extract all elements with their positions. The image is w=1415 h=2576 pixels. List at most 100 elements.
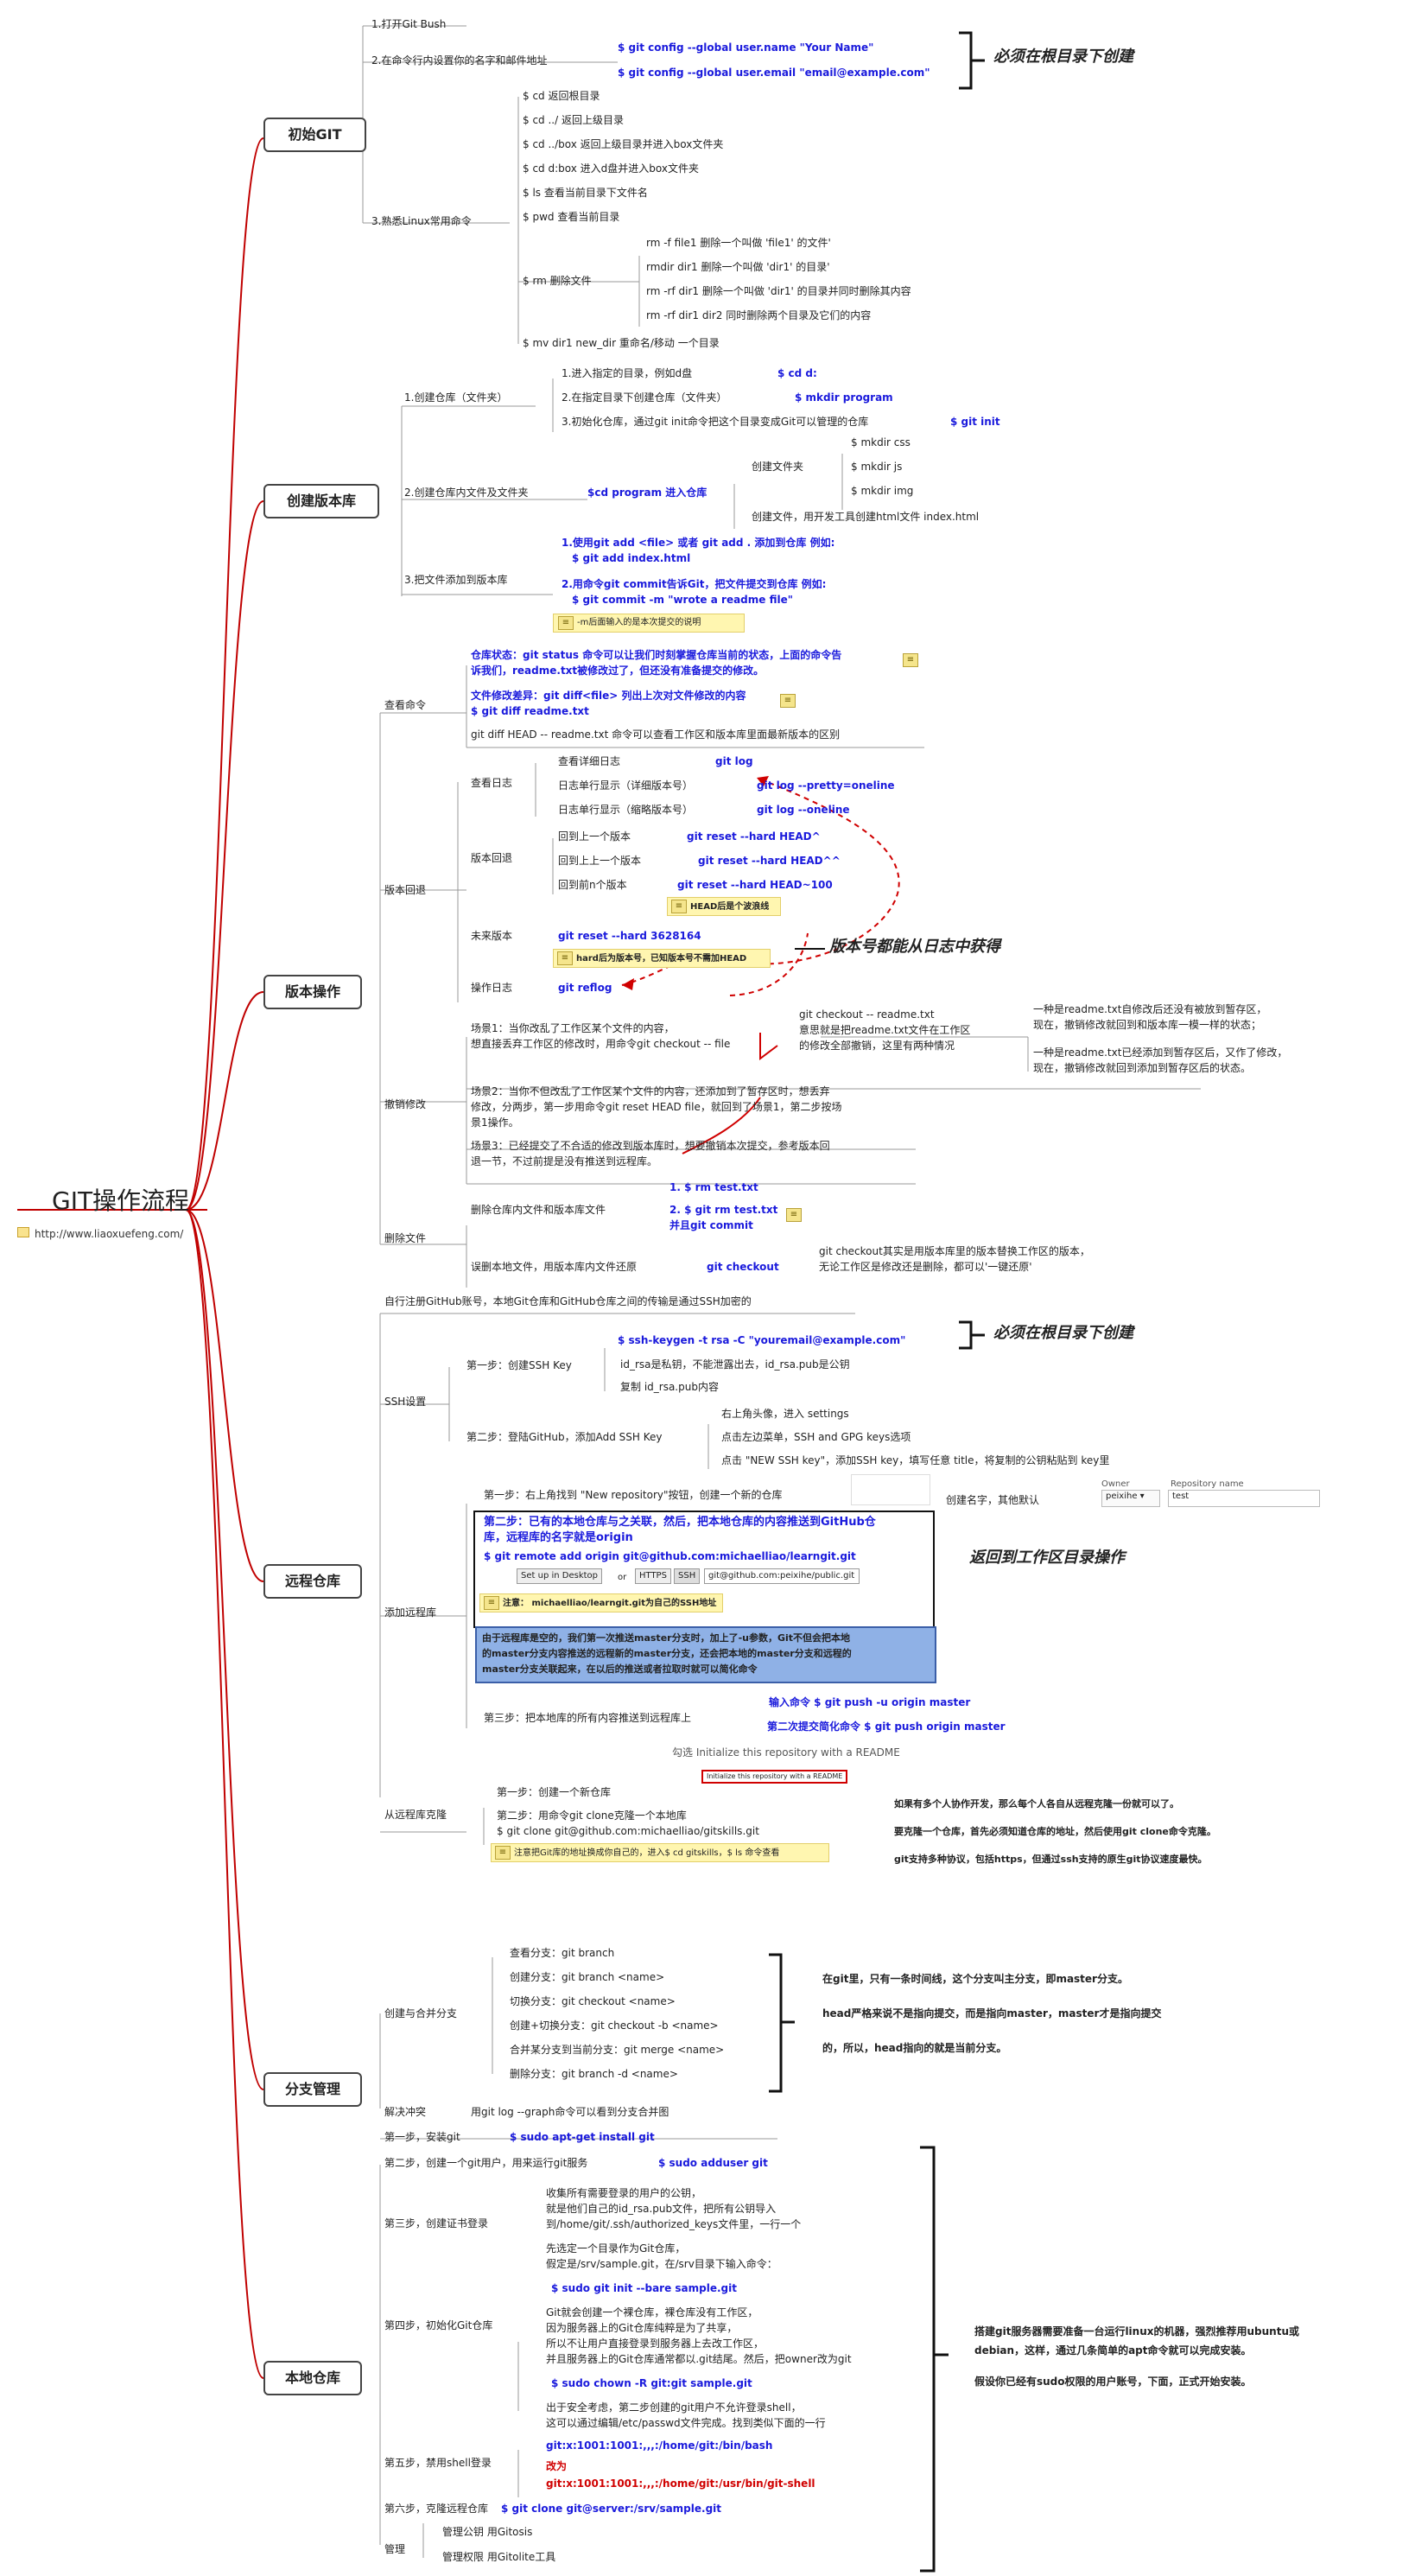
init-step2: 2.在命令行内设置你的名字和邮件地址: [371, 54, 548, 67]
local-step2: 第二步，创建一个git用户，用来运行git服务: [384, 2157, 588, 2169]
del2-cmd: git checkout: [707, 1261, 779, 1273]
local-step5: 第五步，禁用shell登录: [384, 2457, 492, 2469]
rb-cmd: git reset --hard HEAD^^: [698, 855, 841, 867]
note-icon: ≡: [780, 694, 796, 708]
note-icon: ≡: [786, 1208, 802, 1222]
scene2a: 场景2：当你不但改乱了工作区某个文件的内容，还添加到了暂存区时，想丢弃: [471, 1085, 830, 1097]
gh-step: 点击 "NEW SSH key"，添加SSH key，填写任意 title，将复…: [721, 1454, 1110, 1466]
multi-note-2: 要克隆一个仓库，首先必须知道仓库的地址，然后使用git clone命令克隆。: [894, 1826, 1216, 1837]
s5-change-to: 改为: [546, 2460, 568, 2472]
ssh-button[interactable]: SSH: [674, 1568, 701, 1584]
readme-checkbox[interactable]: Initialize this repository with a README: [701, 1770, 848, 1784]
local-step1: 第一步，安装git: [384, 2131, 460, 2143]
local-step1-cmd: $ sudo apt-get install git: [510, 2131, 655, 2143]
c1-cmd: $ git init: [950, 416, 1000, 428]
note-from-log: 版本号都能从日志中获得: [829, 938, 1000, 956]
remote-ssh: SSH设置: [384, 1396, 427, 1408]
c1-item: 1.进入指定的目录，例如d盘: [562, 367, 693, 379]
scene1b: 想直接丢弃工作区的修改时，用命令git checkout -- file: [471, 1038, 731, 1050]
branch-local-repo[interactable]: 本地仓库: [263, 2361, 362, 2395]
linux-item: $ pwd 查看当前目录: [523, 211, 620, 223]
ver-undo: 撤销修改: [384, 1098, 427, 1110]
rb-item: 回到前n个版本: [558, 879, 627, 891]
diff-cmd: $ git diff readme.txt: [471, 705, 589, 717]
s4-line: 因为服务器上的Git仓库纯粹是为了共享，: [546, 2322, 738, 2334]
note-icon: ≡: [671, 900, 687, 913]
status-desc-1: 仓库状态：git status 命令可以让我们时刻掌握仓库当前的状态，上面的命令…: [471, 649, 842, 661]
gh-step: 右上角头像，进入 settings: [721, 1408, 849, 1420]
scene2b: 修改，分两步，第一步用命令git reset HEAD file，就回到了场景1…: [471, 1101, 842, 1113]
scene3a: 场景3：已经提交了不合适的修改到版本库时，想要撤销本次提交，参考版本回: [471, 1140, 830, 1152]
init-step1: 1.打开Git Bush: [371, 18, 447, 30]
cmd-keygen: $ ssh-keygen -t rsa -C "youremail@exampl…: [618, 1334, 906, 1346]
ver-oplog: 操作日志: [471, 982, 513, 994]
branch-note-3: 的，所以，head指向的就是当前分支。: [822, 2042, 1007, 2054]
blue-3: master分支关联起来，在以后的推送或者拉取时就可以简化命令: [482, 1663, 758, 1675]
rb-item: 回到上一个版本: [558, 830, 631, 843]
init-step3: 3.熟悉Linux常用命令: [371, 215, 472, 227]
note-icon: ≡: [495, 1846, 511, 1860]
branch-create-repo[interactable]: 创建版本库: [263, 484, 379, 518]
branch-branch-mgmt[interactable]: 分支管理: [263, 2072, 362, 2107]
ssh-url-field[interactable]: git@github.com:peixihe/public.git: [704, 1568, 860, 1584]
branch-init[interactable]: 初始GIT: [263, 118, 366, 152]
log-item: 查看详细日志: [558, 755, 621, 767]
c1-item: 3.初始化仓库，通过git init命令把这个目录变成Git可以管理的仓库: [562, 416, 869, 428]
repo-name-input[interactable]: test: [1168, 1490, 1320, 1507]
ssh-step1: 第一步：创建SSH Key: [466, 1359, 572, 1371]
diff-desc: 文件修改差异：git diff<file> 列出上次对文件修改的内容: [471, 690, 746, 702]
del-a: 1. $ rm test.txt: [669, 1181, 758, 1193]
gh-step: 点击左边菜单，SSH and GPG keys选项: [721, 1431, 911, 1443]
push-explain-box: [475, 1626, 936, 1683]
future-note-bg: [553, 949, 771, 968]
https-button[interactable]: HTTPS: [635, 1568, 671, 1584]
add-step2a: 第二步：已有的本地仓库与之关联，然后，把本地仓库的内容推送到GitHub仓: [484, 1516, 876, 1529]
local-manage: 管理: [384, 2543, 406, 2555]
branch-cm: 创建与合并分支: [384, 2007, 458, 2019]
add-step1: 第一步：右上角找到 "New repository"按钮，创建一个新的仓库: [484, 1489, 783, 1501]
ver-rollback: 版本回退: [384, 884, 427, 896]
setup-desktop-button[interactable]: Set up in Desktop: [517, 1568, 602, 1584]
c1-item: 2.在指定目录下创建仓库（文件夹）: [562, 391, 727, 404]
co-3: 的修改全部撤销，这里有两种情况: [799, 1040, 955, 1052]
create-c2: 2.创建仓库内文件及文件夹: [404, 487, 529, 499]
del-b: 2. $ git rm test.txt: [669, 1204, 778, 1216]
log-item: 日志单行显示（详细版本号）: [558, 779, 694, 792]
local-step4: 第四步，初始化Git仓库: [384, 2319, 493, 2331]
note-icon: ≡: [557, 951, 573, 965]
s4-line: 假定是/srv/sample.git，在/srv目录下输入命令：: [546, 2258, 777, 2270]
scene3b: 退一节，不过前提是没有推送到远程库。: [471, 1155, 658, 1167]
blue-2: 的master分支内容推送的远程新的master分支，还会把本地的master分…: [482, 1648, 852, 1659]
s4-line: 所以不让用户直接登录到服务器上去改工作区，: [546, 2337, 765, 2350]
local-step2-cmd: $ sudo adduser git: [658, 2157, 768, 2169]
mkdir-item: $ mkdir js: [851, 461, 903, 473]
s4-line: 先选定一个目录作为Git仓库，: [546, 2242, 686, 2255]
root-link[interactable]: http://www.liaoxuefeng.com/: [17, 1227, 183, 1241]
owner-select[interactable]: peixihe ▾: [1101, 1490, 1160, 1507]
linux-item: $ cd d:box 进入d盘并进入box文件夹: [523, 162, 699, 175]
branch-remote[interactable]: 远程仓库: [263, 1564, 362, 1599]
branch-item: 查看分支：git branch: [510, 1947, 615, 1959]
clone-note-bg: [491, 1843, 829, 1862]
log-cmd: git log --pretty=oneline: [757, 779, 895, 792]
s3-line: 就是他们自己的id_rsa.pub文件，把所有公钥导入: [546, 2203, 777, 2215]
mkdir-item: $ mkdir css: [851, 436, 911, 448]
or-text: or: [618, 1573, 627, 1582]
ver-rb: 版本回退: [471, 852, 513, 864]
rm-item: rmdir dir1 删除一个叫做 'dir1' 的目录': [646, 261, 830, 273]
branch-item: 切换分支：git checkout <name>: [510, 1995, 676, 2007]
owner-label: Owner: [1101, 1479, 1130, 1489]
s5-line: 出于安全考虑，第二步创建的git用户不允许登录shell，: [546, 2401, 802, 2414]
branch-version-ops[interactable]: 版本操作: [263, 975, 362, 1009]
note-root-dir: 必须在根目录下创建: [993, 48, 1133, 66]
local-step3: 第三步，创建证书登录: [384, 2217, 489, 2229]
note-icon: ≡: [558, 616, 574, 630]
ver-del: 删除文件: [384, 1232, 427, 1244]
del2: 误删本地文件，用版本库内文件还原: [471, 1261, 638, 1273]
add-step2b: 库，远程库的名字就是origin: [484, 1531, 633, 1544]
del2-note-2: 无论工作区是修改还是删除，都可以'一键还原': [819, 1261, 1032, 1273]
s4-line: Git就会创建一个裸仓库，裸仓库没有工作区，: [546, 2306, 758, 2318]
head-note: HEAD后是个波浪线: [690, 902, 770, 912]
add-step1b: 创建名字，其他默认: [946, 1494, 1040, 1506]
